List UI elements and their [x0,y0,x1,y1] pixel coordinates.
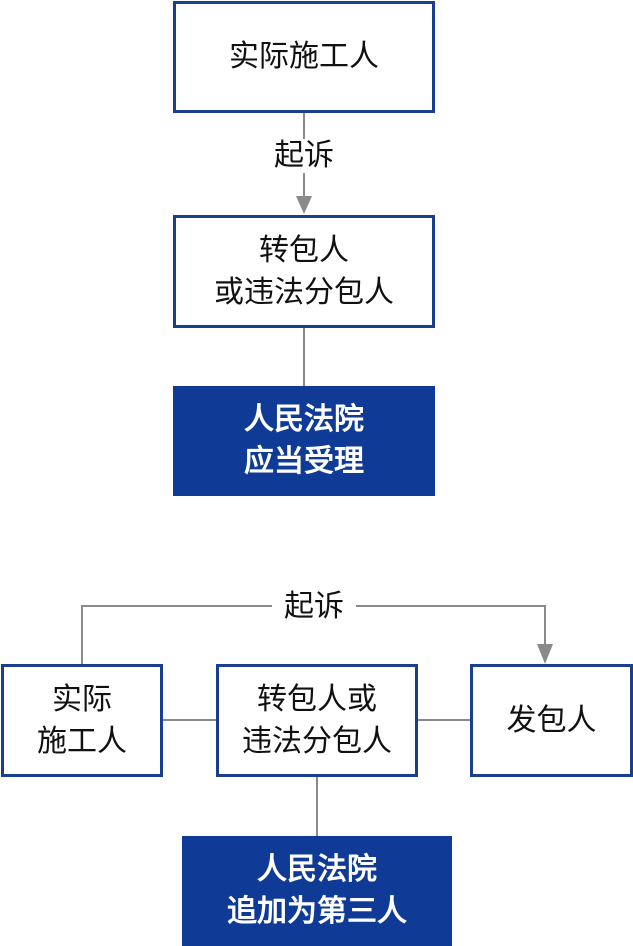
top-defendant-box: 转包人 或违法分包人 [173,215,435,328]
bottom-sue-bracket [81,605,276,665]
top-sue-label: 起诉 [266,139,342,173]
top-court-box: 人民法院 应当受理 [173,386,435,496]
top-court-label-line1: 人民法院 [244,402,364,437]
bottom-middle-box: 转包人或 违法分包人 [216,664,418,777]
bottom-court-label-line1: 人民法院 [257,852,377,887]
bottom-sue-bracket-right [344,605,546,646]
bottom-middle-label-line2: 违法分包人 [242,723,392,759]
top-sue-arrowhead [296,196,312,214]
bottom-sue-label: 起诉 [272,590,356,624]
top-plaintiff-box: 实际施工人 [173,1,435,113]
bottom-court-label-line2: 追加为第三人 [227,894,407,929]
bottom-plaintiff-label-line2: 施工人 [37,723,127,759]
top-defendant-label-line2: 或违法分包人 [214,274,394,310]
bottom-sue-arrowhead [537,644,553,664]
bottom-court-box: 人民法院 追加为第三人 [182,836,452,946]
top-court-label-line2: 应当受理 [244,444,364,479]
bottom-middle-label-line1: 转包人或 [257,681,377,717]
top-defendant-label-line1: 转包人 [259,232,349,268]
bottom-plaintiff-label-line1: 实际 [52,681,112,717]
bottom-plaintiff-box: 实际 施工人 [1,664,163,777]
bottom-contractor-box: 发包人 [470,664,633,777]
bottom-contractor-label: 发包人 [506,702,597,738]
top-plaintiff-label: 实际施工人 [229,39,379,74]
